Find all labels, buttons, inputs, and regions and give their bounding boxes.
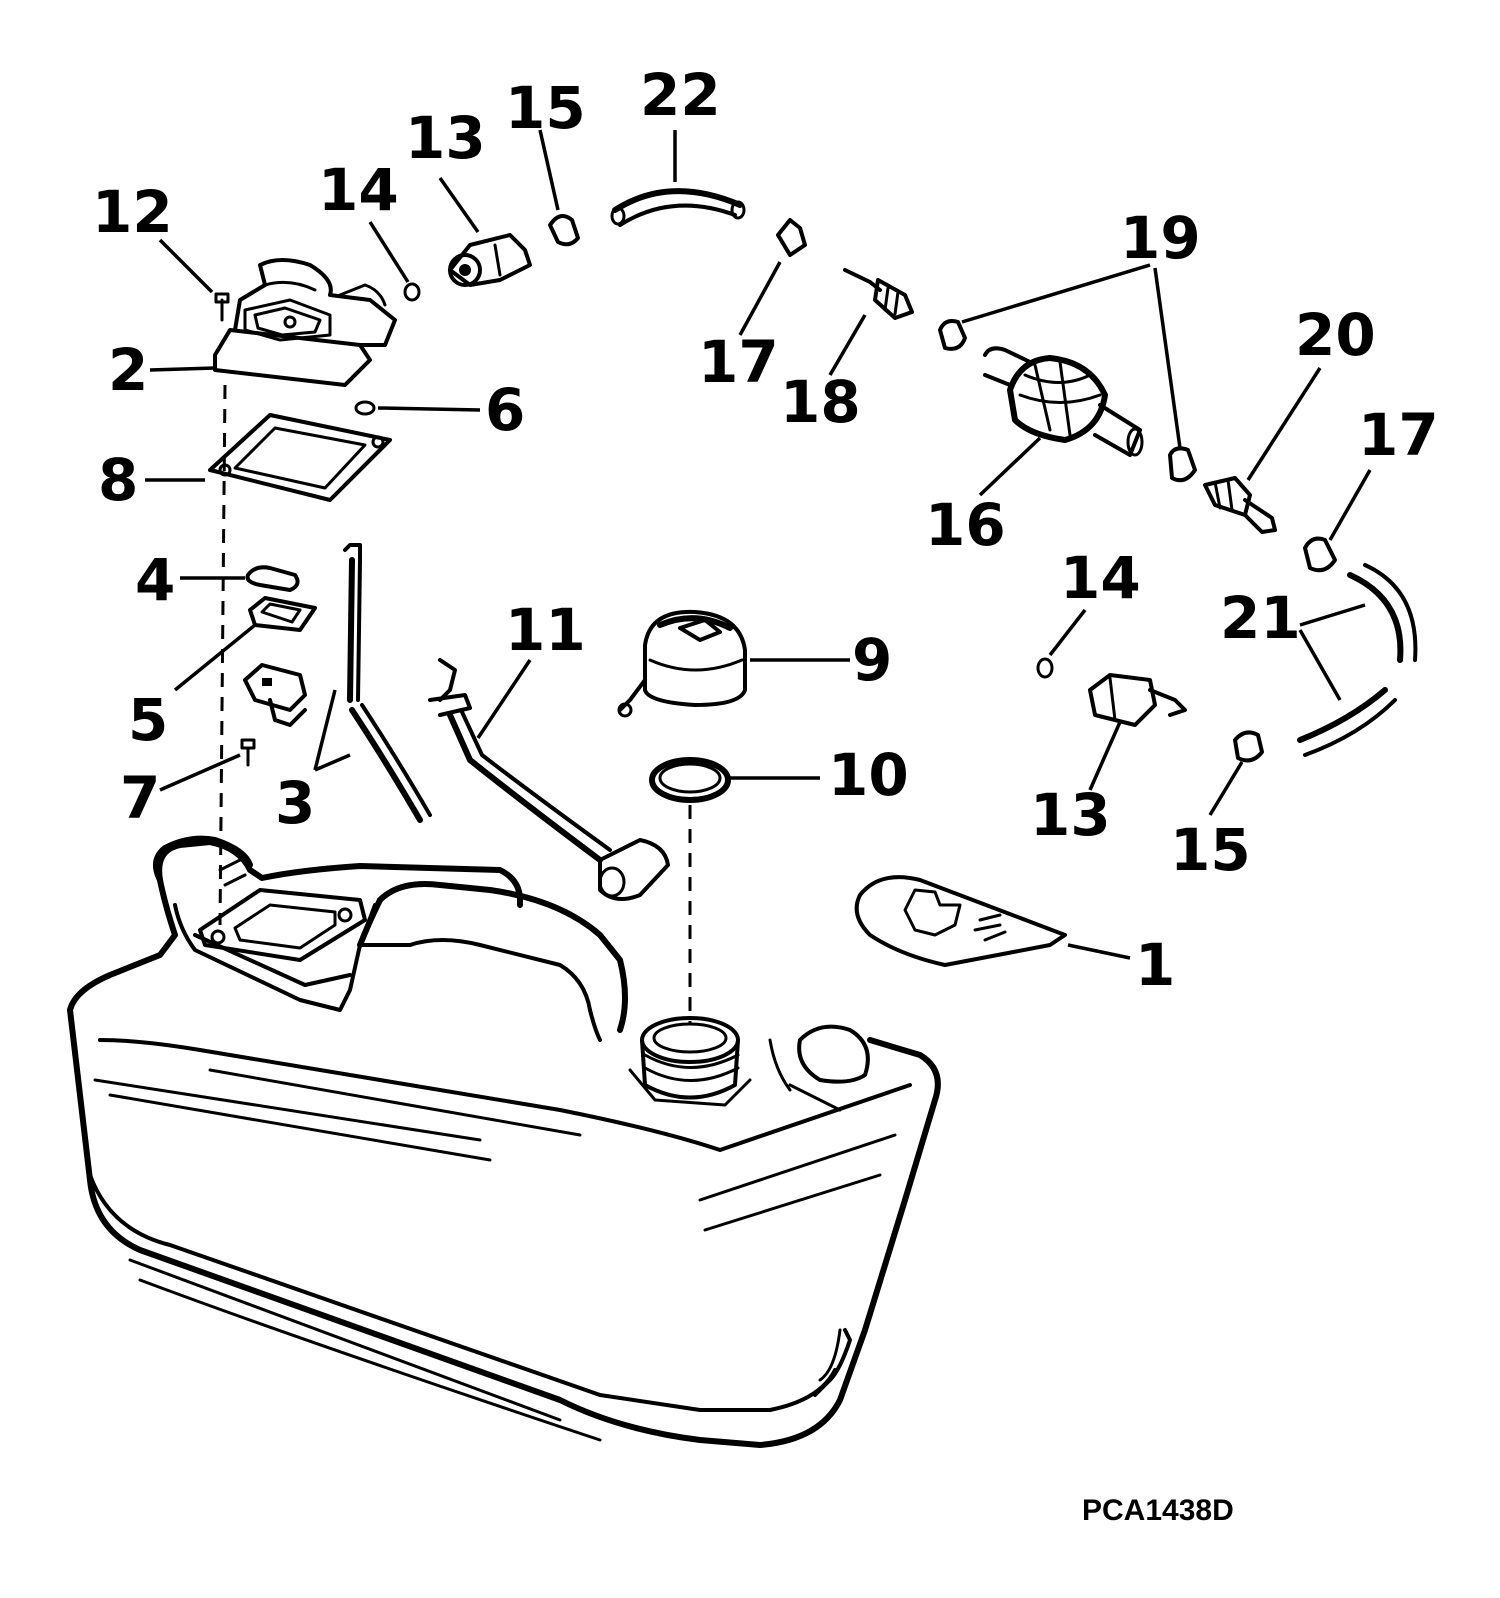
- hose-part-21a: [1347, 572, 1404, 663]
- callout-10: 10: [828, 741, 909, 809]
- fuel-connector-housing: [213, 258, 397, 387]
- alignment-line-connector: [218, 384, 227, 926]
- fuel-tank: [67, 835, 941, 1448]
- callout-6: 6: [485, 376, 525, 444]
- callout-13-lower: 13: [1030, 781, 1111, 849]
- callout-numbers: 12 14 13 15 22 19 2 6 17 18 20 17 8 16 4…: [92, 61, 1439, 999]
- screw-part: [214, 292, 230, 322]
- o-ring-part-b: [1036, 657, 1054, 679]
- clamp-part: [548, 214, 580, 247]
- fitting-part: [448, 233, 532, 287]
- callout-15-upper: 15: [505, 74, 586, 142]
- fitting-part-18: [843, 268, 914, 320]
- callout-18: 18: [780, 368, 861, 436]
- o-ring-part-6: [354, 400, 376, 416]
- gasket-part: [208, 413, 392, 502]
- callout-15-lower: 15: [1170, 816, 1251, 884]
- valve-part: [243, 663, 307, 727]
- clamp-part-19b: [1168, 446, 1197, 483]
- callout-2: 2: [108, 336, 148, 404]
- callout-14-lower: 14: [1060, 544, 1141, 612]
- callout-20: 20: [1295, 301, 1376, 369]
- hose-part: [612, 188, 743, 213]
- primer-bulb: [983, 346, 1144, 457]
- callout-17-upper: 17: [698, 328, 779, 396]
- screw-part-7: [240, 738, 256, 767]
- callout-12: 12: [92, 178, 173, 246]
- o-ring-part: [403, 282, 421, 302]
- fitting-part-b: [1088, 673, 1187, 727]
- callout-13-upper: 13: [405, 104, 486, 172]
- callout-19: 19: [1120, 204, 1201, 272]
- callout-21: 21: [1220, 584, 1301, 652]
- decal-plate: [854, 875, 1067, 967]
- fuel-gauge-pickup: [428, 658, 670, 901]
- cap-gasket-ring: [649, 757, 731, 803]
- callout-16: 16: [925, 491, 1006, 559]
- vent-tube-part: [343, 543, 432, 823]
- callout-5: 5: [128, 686, 168, 754]
- callout-11: 11: [505, 596, 586, 664]
- callout-8: 8: [98, 446, 138, 514]
- callout-14-upper: 14: [318, 156, 399, 224]
- drawing-code: PCA1438D: [1082, 1494, 1234, 1527]
- callout-1: 1: [1135, 931, 1175, 999]
- clamp-part-19a: [938, 319, 967, 351]
- fuel-cap: [617, 609, 747, 718]
- seal-part: [245, 565, 300, 592]
- callout-9: 9: [852, 626, 892, 694]
- clamp-part-17b: [1303, 536, 1337, 573]
- hose-part-21b: [1297, 687, 1388, 743]
- seal-part-5: [248, 596, 317, 632]
- clamp-part-15b: [1233, 730, 1264, 763]
- fitting-part-20: [1203, 476, 1277, 534]
- callout-7: 7: [120, 764, 160, 832]
- callout-17-right: 17: [1358, 401, 1439, 469]
- callout-4: 4: [135, 546, 175, 614]
- callout-3: 3: [275, 769, 315, 837]
- callout-22: 22: [640, 61, 721, 129]
- clamp-part-17: [776, 218, 807, 257]
- leader-lines: [145, 129, 1372, 960]
